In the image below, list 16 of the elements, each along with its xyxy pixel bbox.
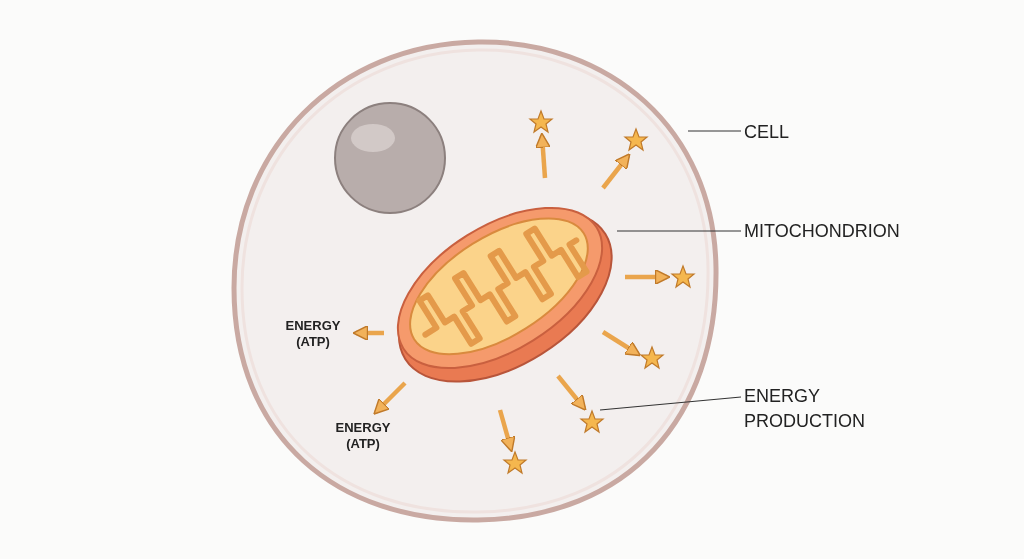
arrow bbox=[601, 153, 631, 190]
arrow bbox=[373, 381, 407, 415]
callout-label: ENERGY PRODUCTION bbox=[744, 385, 866, 434]
leader-line bbox=[599, 396, 742, 411]
leader-line bbox=[687, 130, 742, 132]
arrow bbox=[601, 330, 642, 357]
callout-label: ENERGY (ATP) bbox=[334, 420, 392, 453]
callout-label: CELL bbox=[744, 121, 791, 144]
arrow bbox=[534, 132, 551, 179]
callout-label: ENERGY (ATP) bbox=[284, 318, 342, 351]
callout-label: MITOCHONDRION bbox=[744, 220, 901, 243]
arrow bbox=[625, 269, 671, 285]
arrow bbox=[556, 374, 587, 411]
arrow bbox=[497, 409, 516, 453]
arrow bbox=[352, 325, 384, 341]
leader-line bbox=[616, 230, 742, 232]
